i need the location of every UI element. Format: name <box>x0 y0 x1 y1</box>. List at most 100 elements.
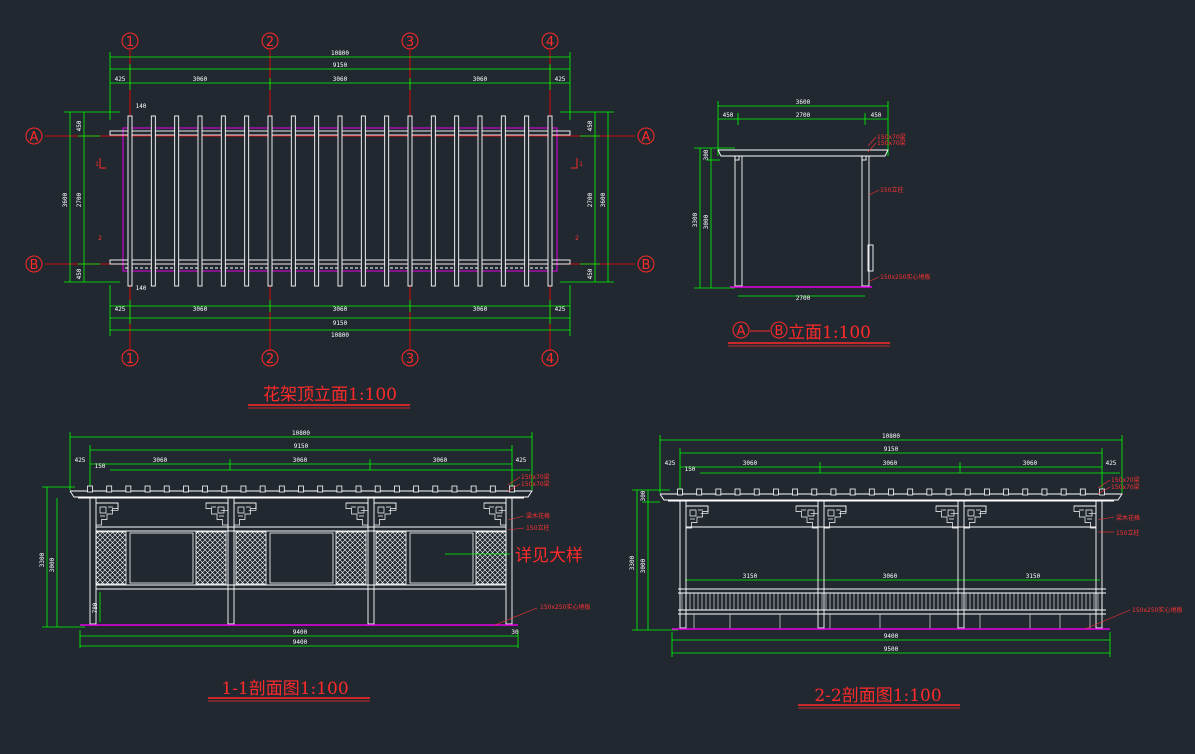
rafter-end <box>1060 488 1067 496</box>
s11-detail-note: 详见大样 <box>515 546 583 566</box>
rafter-end <box>451 485 458 493</box>
plan-rafter <box>337 115 343 287</box>
rafter-end <box>1079 488 1086 496</box>
ab-dim-total: 3600 <box>796 99 811 106</box>
ab-dim-inner: 2700 <box>796 112 811 119</box>
plan-dim-bottom-edge-l: 425 <box>115 306 126 313</box>
rafter-end <box>753 488 760 496</box>
section-2-2: 10800 9150 3060 3060 3060 425 425 150 31… <box>629 433 1182 709</box>
s11-note-fret: 梁木花格 <box>526 512 550 520</box>
plan-dim-left-bottom: 450 <box>76 268 83 279</box>
plan-axis-4-top: 4 <box>546 35 554 50</box>
s22-dim-height-inner: 3000 <box>640 558 647 573</box>
plan-view: 1 2 3 4 1 2 3 4 A B A B <box>25 32 655 409</box>
rafter-end <box>413 485 419 493</box>
rafter-end <box>830 488 837 496</box>
plan-axis-1-bottom: 1 <box>126 352 134 367</box>
plan-dim-bottom-bay3: 3060 <box>473 306 488 313</box>
rafter-end <box>964 488 971 496</box>
plan-rafter <box>314 115 320 287</box>
ab-title-scale: 立面1:100 <box>788 323 871 343</box>
s11-dim-bottom-edge: 30 <box>511 629 519 636</box>
rafter-end <box>259 485 266 493</box>
rafter-end <box>144 485 151 493</box>
rafter-end <box>926 488 933 496</box>
plan-rafter <box>150 115 156 287</box>
elevation-ab: 3600 2700 450 450 2700 3300 3000 300 150… <box>692 99 930 347</box>
plan-axis-3-bottom: 3 <box>406 352 414 367</box>
plan-dim-top-bay2: 3060 <box>333 76 348 83</box>
ab-dim-height-top: 300 <box>703 149 710 160</box>
plan-section-mark-1-right: 1 <box>579 161 583 168</box>
s11-dim-edge-l: 425 <box>75 457 86 464</box>
s22-dim-height-top: 300 <box>640 490 647 501</box>
fret-pattern <box>483 502 506 526</box>
fret-pattern <box>205 502 228 526</box>
plan-rafter <box>500 115 506 287</box>
fret-bracket <box>206 502 229 511</box>
plan-axis-2-bottom: 2 <box>266 352 274 367</box>
s22-dim-height-total: 3300 <box>629 555 636 570</box>
rafter-end <box>355 485 362 493</box>
fret-bracket <box>1074 505 1097 514</box>
fret-pattern <box>374 502 397 526</box>
plan-dim-top-bay3: 3060 <box>473 76 488 83</box>
plan-rafter <box>267 115 273 287</box>
plan-small-mark-top: 140 <box>136 103 147 110</box>
s22-title: 2-2剖面图1:100 <box>814 686 941 706</box>
rafter-end <box>888 488 894 496</box>
fret-bracket <box>374 502 397 511</box>
ab-dim-bottom: 2700 <box>796 295 811 302</box>
rafter-end <box>221 485 228 493</box>
plan-rafter <box>407 115 413 287</box>
ab-title-axis-b: B <box>775 324 784 339</box>
fret-pattern <box>935 505 958 529</box>
rafter-end <box>734 488 741 496</box>
fret-bracket <box>346 502 369 511</box>
s11-dim-small: 150 <box>95 463 106 470</box>
rafter-end <box>811 488 818 496</box>
s11-dim-bottom-inner: 9400 <box>293 629 308 636</box>
section-1-1: 10800 9150 3060 3060 3060 425 425 150 94… <box>39 430 590 702</box>
s11-note-floor: 150x250实心地板 <box>540 603 590 611</box>
rafter-end <box>773 488 779 496</box>
plan-axis-1-top: 1 <box>126 35 134 50</box>
fret-bracket <box>936 505 959 514</box>
rafter-end <box>432 485 439 493</box>
rafter-end <box>125 485 132 493</box>
s11-dim-bay3: 3060 <box>433 457 448 464</box>
rafter-end <box>183 485 189 493</box>
s11-dim-height-inner: 3000 <box>49 557 56 572</box>
s22-dim-total: 10800 <box>882 433 900 440</box>
s22-dim-bottom-total: 9500 <box>884 646 899 653</box>
s22-mid-c: 3150 <box>1026 573 1041 580</box>
ab-note-beam-1: 150x70梁 <box>877 133 906 141</box>
s22-dim-bay2: 3060 <box>883 460 898 467</box>
plan-rafter <box>360 115 366 287</box>
ab-dim-height-total: 3300 <box>692 212 699 227</box>
plan-rafter <box>524 115 530 287</box>
fret-pattern <box>964 505 987 529</box>
plan-dim-bottom-bay2: 3060 <box>333 306 348 313</box>
plan-title: 花架顶立面1:100 <box>263 385 397 405</box>
rafter-end <box>1041 488 1048 496</box>
plan-dim-right-top: 450 <box>587 120 594 131</box>
plan-rafter <box>547 115 553 287</box>
rafter-end <box>278 485 285 493</box>
s22-mid-b: 3060 <box>883 573 898 580</box>
plan-dim-right-total: 3600 <box>600 192 607 207</box>
ab-dim-right: 450 <box>871 112 882 119</box>
rafter-end <box>163 485 170 493</box>
fret-bracket <box>796 505 819 514</box>
rafter-end <box>715 488 722 496</box>
plan-section-mark-2-right: 2 <box>575 235 579 242</box>
rafter-end <box>489 485 496 493</box>
plan-axis-2-top: 2 <box>266 35 274 50</box>
plan-small-mark-bottom: 140 <box>136 285 147 292</box>
plan-axis-a-right: A <box>642 130 651 145</box>
plan-axis-4-bottom: 4 <box>546 352 554 367</box>
plan-rafter <box>454 115 460 287</box>
plan-rafter <box>290 115 296 287</box>
fret-bracket <box>96 502 119 511</box>
